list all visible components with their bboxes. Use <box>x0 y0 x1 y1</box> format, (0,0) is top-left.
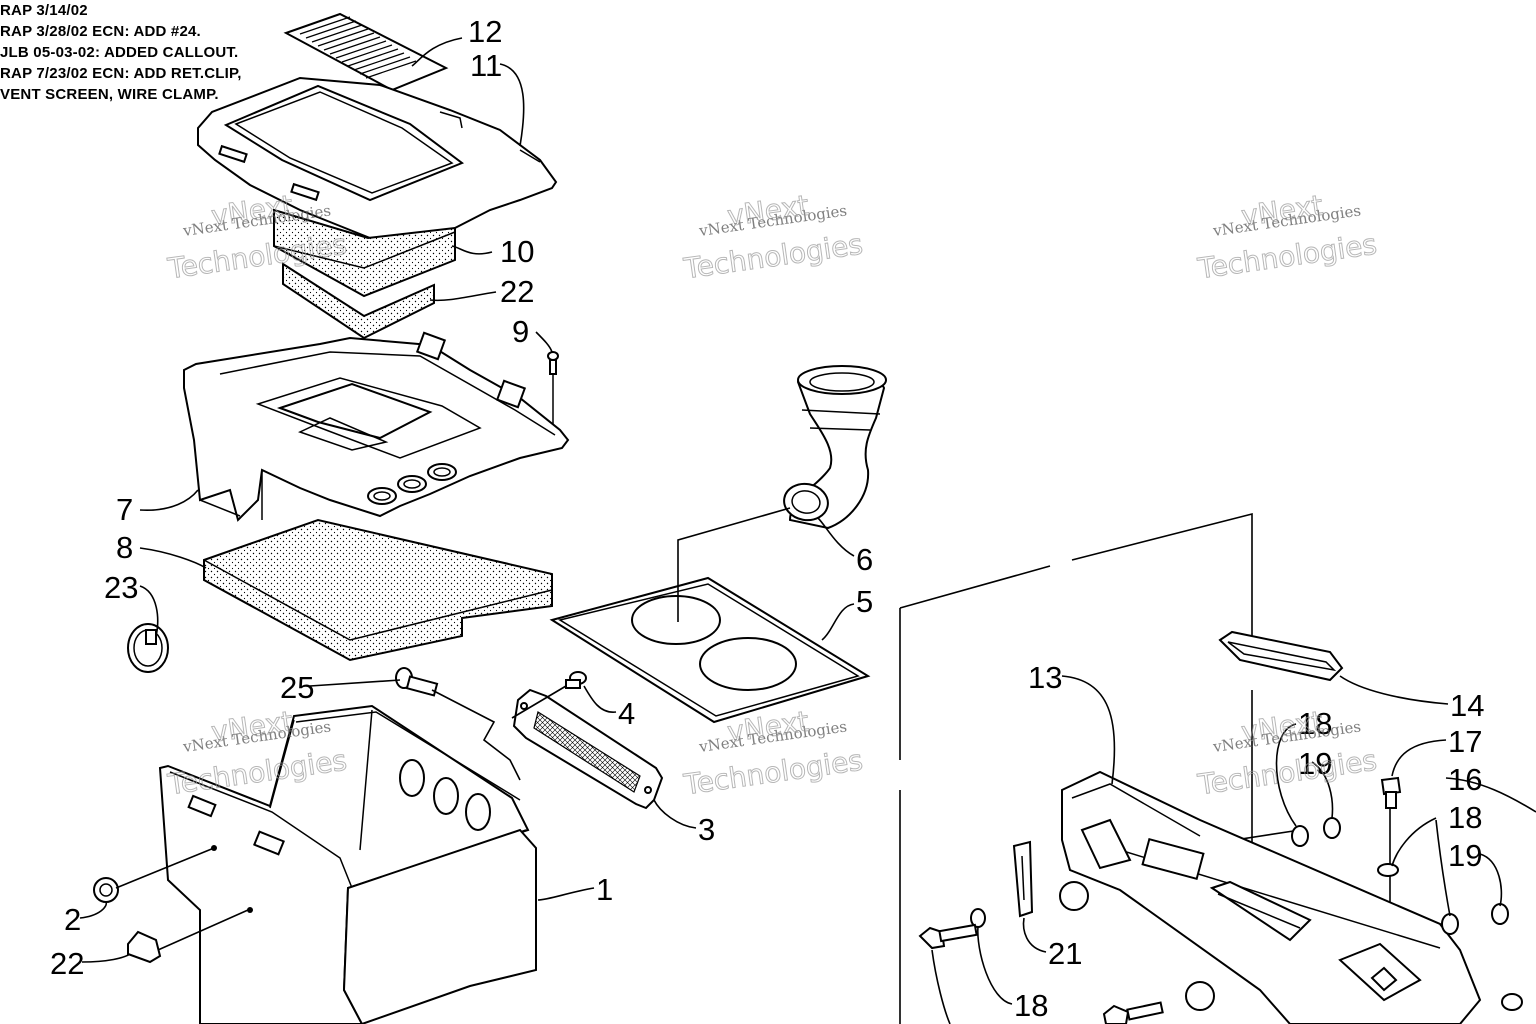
airbox-upper-part-7 <box>183 331 570 522</box>
revision-note: JLB 05-03-02: ADDED CALLOUT. <box>0 44 239 61</box>
watermark: vNext Technologies vNext Technologies <box>1195 188 1380 286</box>
callout-1: 1 <box>596 872 613 907</box>
callout-7: 7 <box>116 492 133 527</box>
callout-23: 23 <box>104 570 138 605</box>
seal-part-14 <box>1218 630 1344 682</box>
callout-18: 18 <box>1298 706 1332 741</box>
gasket-plate-part-5 <box>549 576 871 724</box>
callout-11: 11 <box>470 48 502 83</box>
flange-part-3 <box>512 688 664 810</box>
intake-elbow-part-6 <box>783 365 887 530</box>
leader-lines <box>79 37 1536 1024</box>
wire-clamp-part-22 <box>127 930 162 964</box>
screw-part-4 <box>565 671 587 689</box>
filter-pad-part-8 <box>203 518 553 662</box>
vent-screen-part-24 <box>282 262 435 340</box>
grommet-part-2 <box>93 877 119 903</box>
callout-4: 4 <box>618 696 635 731</box>
watermark: vNext Technologies vNext Technologies <box>681 188 866 286</box>
hardware-washers <box>918 776 1523 1024</box>
revision-note: RAP 3/14/02 <box>0 2 88 19</box>
callout-18: 18 <box>1448 800 1482 835</box>
revision-notes: RAP 3/14/02 RAP 3/28/02 ECN: ADD #24. JL… <box>0 0 242 105</box>
watermarks: vNext Technologies vNext Technologies vN… <box>165 188 1380 802</box>
callout-2: 2 <box>64 902 81 937</box>
callout-25: 25 <box>280 670 314 705</box>
watermark: vNext Technologies vNext Technologies <box>1195 704 1380 802</box>
plug-part-25 <box>395 667 439 697</box>
callout-14: 14 <box>1450 688 1484 723</box>
callout-3: 3 <box>698 812 715 847</box>
airbox-lower-part-1 <box>158 704 537 1024</box>
revision-note: RAP 3/28/02 ECN: ADD #24. <box>0 23 201 40</box>
revision-note: VENT SCREEN, WIRE CLAMP. <box>0 86 219 103</box>
lid-part-11 <box>197 76 558 240</box>
callout-labels: 12 11 10 22 9 7 8 23 6 5 4 3 25 1 2 22 1… <box>50 14 1484 1023</box>
foam-filter-part-10 <box>273 208 456 298</box>
callout-17: 17 <box>1448 724 1482 759</box>
callout-22: 22 <box>50 946 84 981</box>
callout-5: 5 <box>856 584 873 619</box>
callout-9: 9 <box>512 314 529 349</box>
callout-18: 18 <box>1014 988 1048 1023</box>
bracket-part-21 <box>1012 840 1034 918</box>
callout-19: 19 <box>1448 838 1482 873</box>
decal-part-12 <box>283 12 449 92</box>
callout-10: 10 <box>500 234 534 269</box>
callout-19: 19 <box>1298 746 1332 781</box>
duct-part-13 <box>1061 770 1482 1024</box>
callout-8: 8 <box>116 530 133 565</box>
callout-16: 16 <box>1448 762 1482 797</box>
callout-12: 12 <box>468 14 502 49</box>
callout-13: 13 <box>1028 660 1062 695</box>
revision-note: RAP 7/23/02 ECN: ADD RET.CLIP, <box>0 65 242 82</box>
callout-24: 22 <box>500 274 534 309</box>
retaining-clip-part-23 <box>127 623 169 673</box>
callout-21: 21 <box>1048 936 1082 971</box>
callout-6: 6 <box>856 542 873 577</box>
